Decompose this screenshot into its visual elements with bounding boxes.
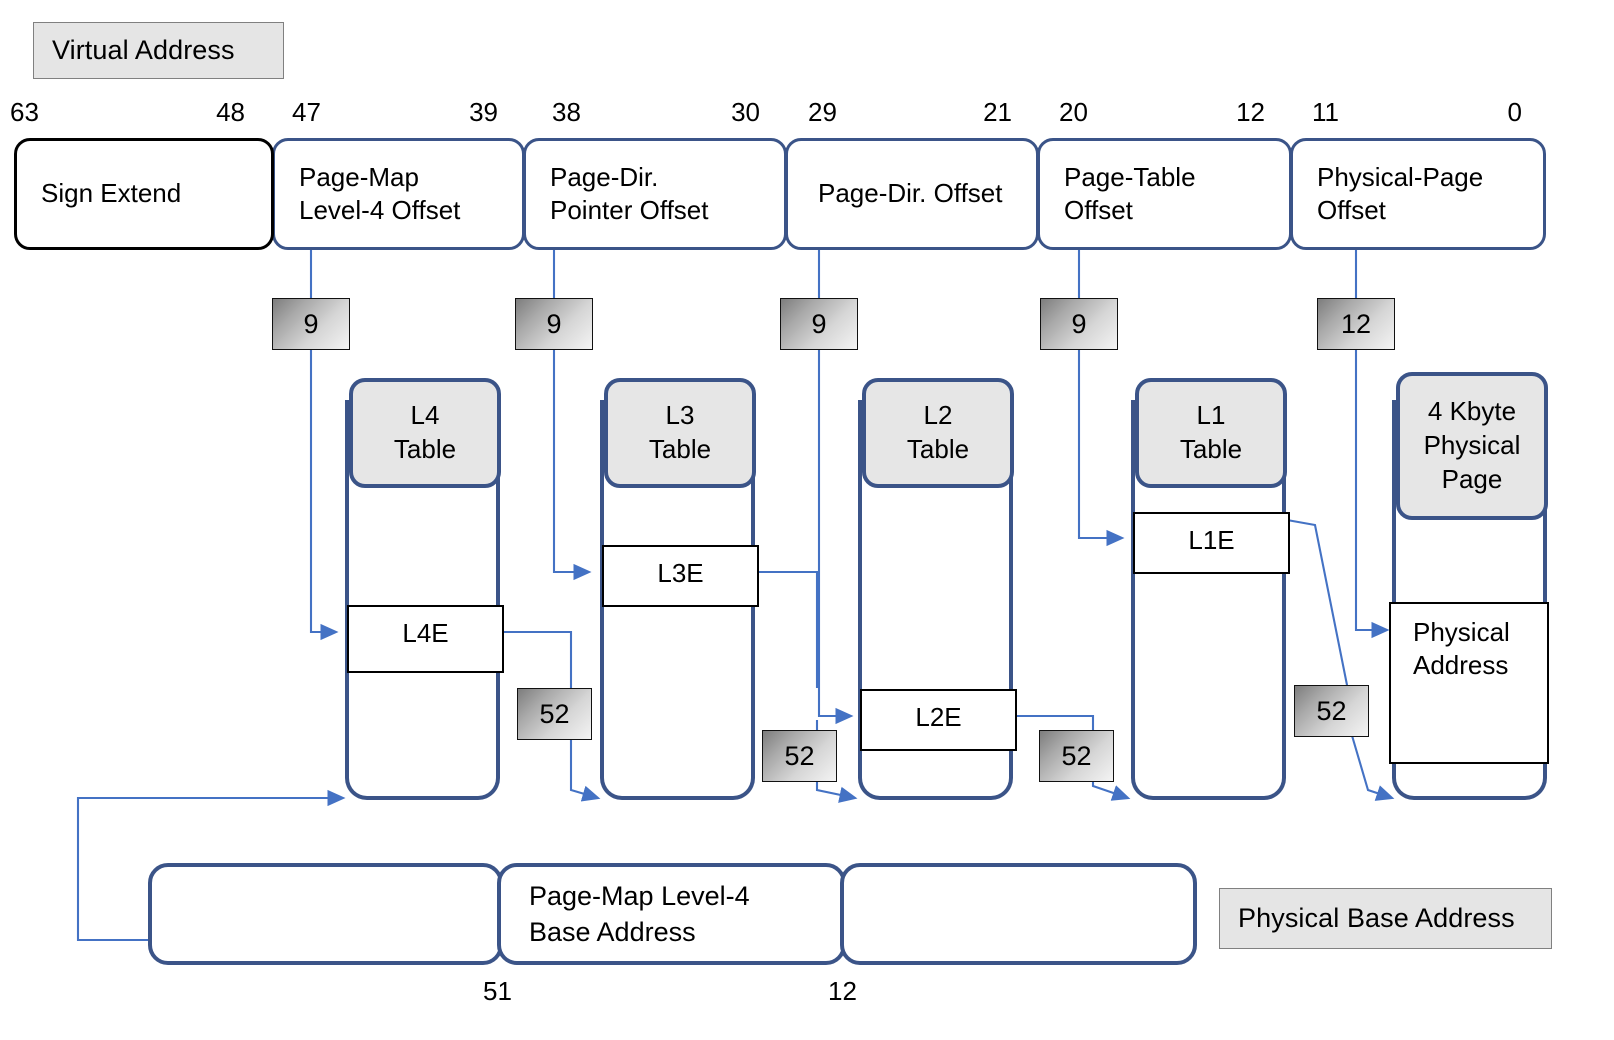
bit-label-48: 48	[216, 97, 245, 127]
bit-label-47: 47	[292, 97, 321, 127]
width-badge-l4e-52: 52	[517, 688, 592, 740]
bit-label-39: 39	[469, 97, 498, 127]
va-segment-page-table-offset-line2: Offset	[1064, 195, 1133, 225]
base-register-segment-low[interactable]	[840, 863, 1197, 965]
l4-table-header: L4 Table	[349, 378, 501, 488]
va-segment-page-dir-pointer-line2: Pointer Offset	[550, 195, 709, 225]
width-badge-l3e-52: 52	[762, 730, 837, 782]
va-segment-physical-page-offset-line1: Physical-Page	[1317, 161, 1484, 192]
physical-base-address-legend: Physical Base Address	[1219, 888, 1552, 949]
width-badge-pd: 9	[780, 298, 858, 350]
l4-table-entry[interactable]: L4E	[347, 605, 504, 673]
width-badge-pml4: 9	[272, 298, 350, 350]
base-bit-label-51: 51	[483, 976, 512, 1006]
va-segment-page-dir-pointer[interactable]: Page-Dir. Pointer Offset	[523, 138, 787, 250]
l2-table-header: L2 Table	[862, 378, 1014, 488]
l2-table-entry[interactable]: L2E	[860, 689, 1017, 751]
va-segment-page-table-offset-line1: Page-Table	[1064, 161, 1196, 192]
base-register-segment-pml4-line1: Page-Map Level-4	[529, 880, 750, 911]
va-segment-physical-page-offset[interactable]: Physical-Page Offset	[1290, 138, 1546, 250]
physical-address-entry-line1: Physical	[1413, 617, 1510, 647]
bit-label-29: 29	[808, 97, 837, 127]
bit-label-11: 11	[1312, 97, 1339, 127]
va-segment-sign-extend-line1: Sign Extend	[41, 178, 182, 209]
width-badge-pt: 9	[1040, 298, 1118, 350]
virtual-address-legend-label: Virtual Address	[52, 35, 235, 65]
base-bit-label-12: 12	[828, 976, 857, 1006]
physical-address-entry[interactable]: Physical Address	[1389, 602, 1549, 764]
l3-table-entry[interactable]: L3E	[602, 545, 759, 607]
physical-address-entry-line2: Address	[1413, 650, 1509, 681]
va-segment-physical-page-offset-line2: Offset	[1317, 195, 1386, 225]
l3-table-header-line1: L3	[665, 400, 695, 431]
l1-table-entry[interactable]: L1E	[1133, 512, 1290, 574]
bit-label-0: 0	[1507, 97, 1522, 127]
va-segment-page-map-level-4[interactable]: Page-Map Level-4 Offset	[272, 138, 525, 250]
bit-label-20: 20	[1059, 97, 1088, 127]
width-badge-pdp: 9	[515, 298, 593, 350]
l3-table-header: L3 Table	[604, 378, 756, 488]
base-register-segment-pml4-line2: Base Address	[529, 917, 696, 947]
l4-table-header-line2: Table	[393, 434, 457, 464]
bit-label-21: 21	[983, 97, 1012, 127]
l3-table-header-line2: Table	[648, 434, 712, 464]
l1-table-header: L1 Table	[1135, 378, 1287, 488]
va-segment-sign-extend[interactable]: Sign Extend	[14, 138, 274, 250]
l1-table-header-line1: L1	[1196, 400, 1226, 431]
base-register-segment-pml4[interactable]: Page-Map Level-4 Base Address	[497, 863, 846, 965]
virtual-address-legend: Virtual Address	[33, 22, 284, 79]
width-badge-l2e-52: 52	[1039, 730, 1114, 782]
l2-table-header-line1: L2	[923, 400, 953, 431]
l2-table-header-line2: Table	[906, 434, 970, 464]
physical-page-header: 4 Kbyte Physical Page	[1396, 372, 1548, 520]
physical-page-header-line2: Physical	[1423, 430, 1521, 461]
va-segment-page-dir-offset-line1: Page-Dir. Offset	[818, 178, 1003, 209]
l1-table-header-line2: Table	[1179, 434, 1243, 464]
va-segment-page-table-offset[interactable]: Page-Table Offset	[1037, 138, 1292, 250]
va-segment-page-dir-offset[interactable]: Page-Dir. Offset	[785, 138, 1039, 250]
physical-base-address-legend-label: Physical Base Address	[1238, 903, 1515, 933]
va-segment-page-map-level-4-line1: Page-Map	[299, 161, 419, 192]
physical-page-header-line1: 4 Kbyte	[1427, 396, 1517, 427]
l4-table-header-line1: L4	[410, 400, 440, 431]
physical-page-header-line3: Page	[1441, 463, 1503, 494]
bit-label-12: 12	[1236, 97, 1265, 127]
va-segment-page-map-level-4-line2: Level-4 Offset	[299, 195, 461, 225]
width-badge-l1e-52: 52	[1294, 685, 1369, 737]
bit-label-38: 38	[552, 97, 581, 127]
va-segment-page-dir-pointer-line1: Page-Dir.	[550, 161, 659, 192]
bit-label-63: 63	[10, 97, 39, 127]
base-register-segment-high[interactable]	[148, 863, 503, 965]
width-badge-page-offset: 12	[1317, 298, 1395, 350]
bit-label-30: 30	[731, 97, 760, 127]
